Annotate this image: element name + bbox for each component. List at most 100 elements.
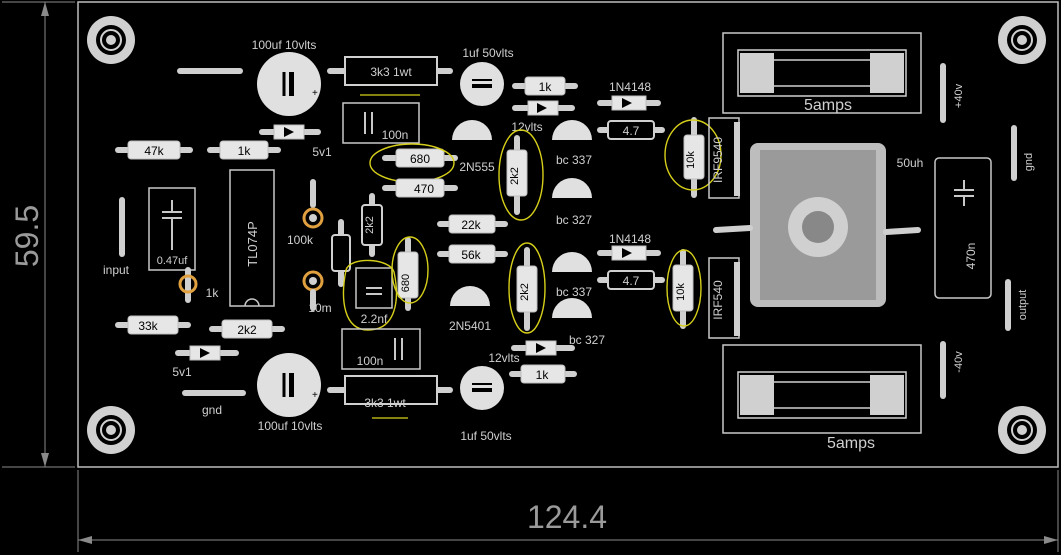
resistor-1k-bottom xyxy=(509,364,577,384)
label-res-10k-top: 10k xyxy=(685,151,697,169)
label-res-4-7-bottom: 4.7 xyxy=(623,274,640,288)
capacitor-100uf-bottom: + xyxy=(257,353,321,417)
mounting-hole-top-right xyxy=(998,16,1046,64)
label-tr-2n5551: 2N555 xyxy=(459,160,495,174)
fuse-holder-bottom xyxy=(722,344,922,434)
label-cap-100n-bottom: 100n xyxy=(357,354,384,368)
label-inductor: 50uh xyxy=(897,156,924,170)
resistor-1k-top xyxy=(512,76,578,96)
inductor-50uh xyxy=(713,143,921,307)
label-res-22k: 22k xyxy=(461,218,481,232)
label-cap-470n: 470n xyxy=(964,243,978,270)
label-res-2k2-v: 2k2 xyxy=(364,216,376,234)
label-pot-100k: 100k xyxy=(287,233,314,247)
capacitor-100n-bottom xyxy=(341,328,421,370)
zener-5v1-top xyxy=(259,124,321,140)
label-cap-1uf-top: 1uf 50vlts xyxy=(462,46,513,60)
label-tr-bc337-top: bc 337 xyxy=(556,153,592,167)
dimension-height xyxy=(2,1,75,468)
label-res-2k2-low: 2k2 xyxy=(237,323,257,337)
resistor-4-7-top xyxy=(597,120,665,140)
resistor-3k3-bottom xyxy=(327,375,453,405)
resistor-680-b xyxy=(391,236,429,311)
label-irf9540: IRF9540 xyxy=(711,137,725,183)
label-res-1k-mid: 1k xyxy=(206,286,220,300)
potentiometer-10m xyxy=(302,270,324,311)
resistor-2k2-top xyxy=(498,129,544,221)
mounting-hole-top-left xyxy=(87,16,135,64)
label-res-2k2-top: 2k2 xyxy=(509,167,521,185)
label-res-680-a: 680 xyxy=(410,152,430,166)
dimension-width xyxy=(77,470,1059,552)
label-res-1k-bottom: 1k xyxy=(536,368,550,382)
label-ic: TL074P xyxy=(245,221,260,267)
label-diode-1n4148-bottom: 1N4148 xyxy=(609,232,651,246)
mounting-hole-bottom-left xyxy=(87,406,135,454)
resistor-10k-top xyxy=(664,117,722,198)
label-zener-12v-bottom: 12vlts xyxy=(488,351,519,365)
resistor-680-a xyxy=(369,143,458,183)
resistor-10k-bottom xyxy=(666,249,702,329)
label-fuse-bottom: 5amps xyxy=(827,435,875,452)
capacitor-1uf-bottom xyxy=(460,366,504,410)
resistor-47k xyxy=(115,140,193,160)
transistor-bc327-bottom xyxy=(552,298,592,318)
label-fuse-top: 5amps xyxy=(804,97,852,114)
label-res-1k-top: 1k xyxy=(539,80,553,94)
diode-1n4148-top xyxy=(597,95,661,111)
label-gnd-bottom: gnd xyxy=(202,403,222,417)
resistor-56k xyxy=(437,244,508,264)
label-tr-2n5401: 2N5401 xyxy=(449,319,491,333)
label-diode-1n4148-top: 1N4148 xyxy=(609,80,651,94)
transistor-bc337-top-a xyxy=(552,120,592,140)
label-output: output xyxy=(1017,290,1029,321)
label-input: input xyxy=(103,263,130,277)
transistor-2n5401 xyxy=(450,286,490,306)
potentiometer-100k xyxy=(302,179,324,229)
label-volt-neg: -40v xyxy=(953,351,965,373)
dimension-height-label: 59.5 xyxy=(9,205,45,267)
label-res-470: 470 xyxy=(414,182,434,196)
label-res-2k2-mid: 2k2 xyxy=(519,283,531,301)
label-tr-bc327-bottom: bc 327 xyxy=(569,333,605,347)
zener-5v1-bottom xyxy=(175,345,239,361)
dimension-width-label: 124.4 xyxy=(527,499,607,535)
capacitor-2-2nf xyxy=(342,259,398,331)
label-res-47k: 47k xyxy=(144,144,164,158)
resistor-2k2-mid xyxy=(508,242,546,334)
label-res-1k-left: 1k xyxy=(238,144,252,158)
resistor-2k2-vertical-a xyxy=(361,193,383,257)
label-tr-bc337-bottom: bc 337 xyxy=(556,285,592,299)
capacitor-0-47uf xyxy=(148,187,196,271)
label-cap-100uf-top: 100uf 10vlts xyxy=(252,38,317,52)
ic-tl074p xyxy=(229,169,275,307)
zener-12v-bottom xyxy=(511,340,575,356)
label-zener-5v1-bottom: 5v1 xyxy=(172,365,192,379)
capacitor-1uf-top xyxy=(460,62,504,106)
label-res-3k3-top: 3k3 1wt xyxy=(370,65,412,79)
label-gnd-right: gnd xyxy=(1023,153,1035,171)
capacitor-470n xyxy=(934,157,992,299)
label-res-3k3-bottom: 3k3 1wt xyxy=(364,396,406,410)
svg-text:+: + xyxy=(312,88,318,99)
label-cap-1uf-bottom: 1uf 50vlts xyxy=(460,429,511,443)
transistor-bc327-top xyxy=(552,178,592,198)
resistor-2k2-vertical-b xyxy=(331,219,351,287)
capacitor-100uf-top: + xyxy=(257,52,321,116)
transistor-bc337-bottom xyxy=(552,252,592,272)
mosfet-irf9540 xyxy=(708,117,740,199)
resistor-1k-left xyxy=(207,140,281,160)
label-res-33k: 33k xyxy=(138,319,158,333)
label-cap-2-2nf: 2.2nf xyxy=(361,312,388,326)
mosfet-irf540 xyxy=(708,257,740,339)
label-res-56k: 56k xyxy=(461,248,481,262)
fuse-holder-top xyxy=(722,32,922,114)
diode-1n4148-bottom xyxy=(597,245,661,261)
label-cap-100n-top: 100n xyxy=(382,128,409,142)
resistor-4-7-bottom xyxy=(597,270,665,290)
label-res-4-7-top: 4.7 xyxy=(623,124,640,138)
transistor-2n5551 xyxy=(452,120,492,140)
svg-text:+: + xyxy=(312,390,318,401)
label-cap-100uf-bottom: 100uf 10vlts xyxy=(258,419,323,433)
label-volt-pos: +40v xyxy=(953,83,965,108)
